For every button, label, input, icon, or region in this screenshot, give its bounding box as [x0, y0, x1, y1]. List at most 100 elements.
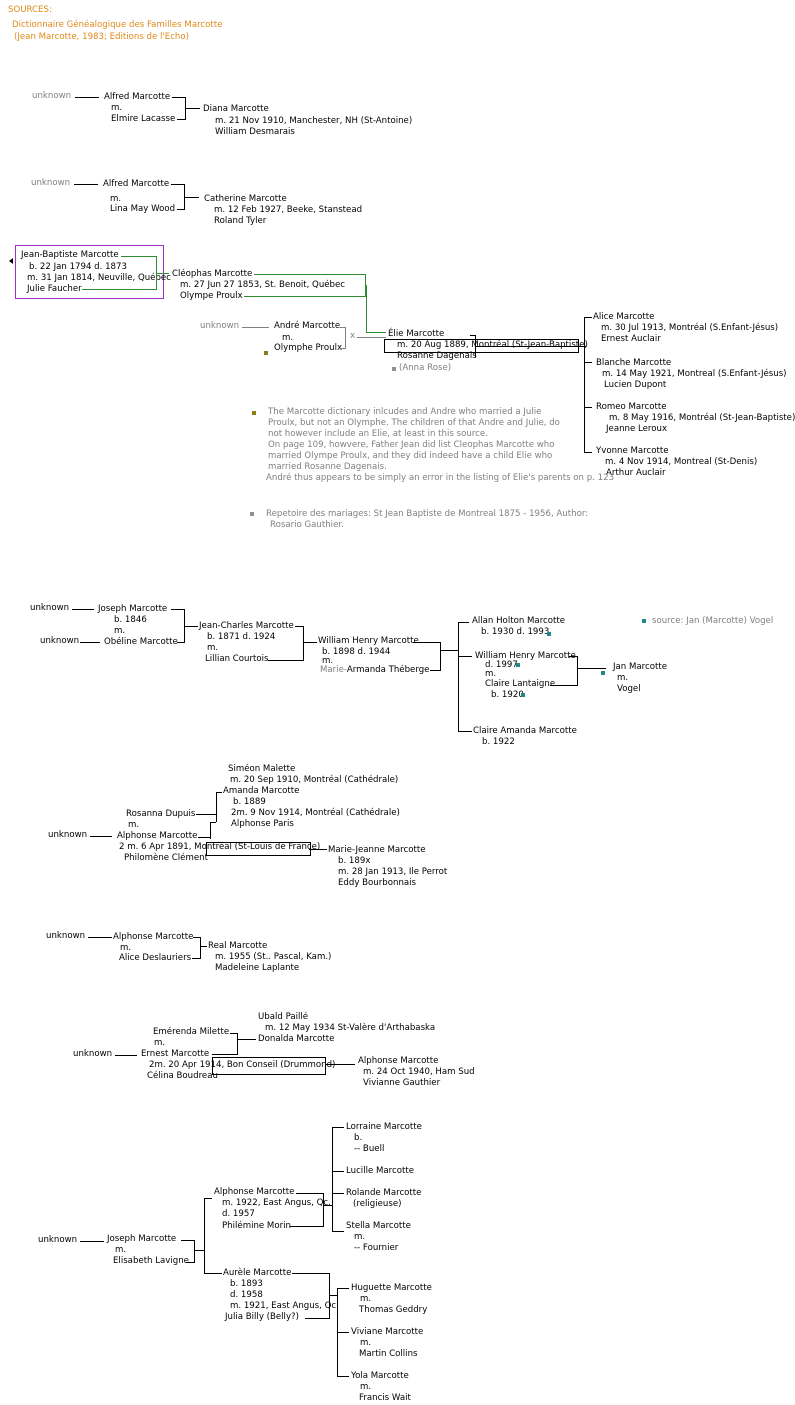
person-vivianne-gauthier[interactable]: Vivianne Gauthier — [363, 1078, 441, 1088]
birth-death: b. 1871 d. 1924 — [207, 632, 276, 642]
person-alphonse-paris[interactable]: Alphonse Paris — [231, 819, 294, 829]
person-stella-marcotte[interactable]: Stella Marcotte — [346, 1221, 411, 1231]
person-andre-marcotte[interactable]: André Marcotte — [274, 321, 341, 331]
person-william-henry-marcotte[interactable]: William Henry Marcotte — [318, 636, 419, 646]
person-huguette-marcotte[interactable]: Huguette Marcotte — [351, 1283, 432, 1293]
person-elmire-lacasse[interactable]: Elmire Lacasse — [111, 114, 176, 124]
person-yola-marcotte[interactable]: Yola Marcotte — [351, 1371, 409, 1381]
marriage-label: m. — [485, 669, 497, 679]
person-lucien-dupont[interactable]: Lucien Dupont — [604, 380, 667, 390]
person-martin-collins[interactable]: Martin Collins — [359, 1349, 418, 1359]
person-catherine-marcotte[interactable]: Catherine Marcotte — [204, 194, 287, 204]
person-obeline-marcotte[interactable]: Obéline Marcotte — [104, 637, 178, 647]
person-alphonse-marcotte-5[interactable]: Alphonse Marcotte — [214, 1187, 295, 1197]
marriage-label: m. — [322, 656, 334, 666]
person-viviane-marcotte[interactable]: Viviane Marcotte — [351, 1327, 424, 1337]
person-claire-amanda-marcotte[interactable]: Claire Amanda Marcotte — [473, 726, 577, 736]
person-marie-armanda-theberge[interactable]: Marie-Armanda Théberge — [320, 665, 430, 675]
person-diana-marcotte[interactable]: Diana Marcotte — [203, 104, 269, 114]
person-lina-may-wood[interactable]: Lina May Wood — [110, 204, 176, 214]
person-rolande-marcotte[interactable]: Rolande Marcotte — [346, 1188, 422, 1198]
person-madeleine-laplante[interactable]: Madeleine Laplante — [215, 963, 300, 973]
marriage-box — [212, 1057, 326, 1075]
person-julia-billy[interactable]: Julia Billy (Belly?) — [225, 1312, 299, 1322]
person-ubald-paille[interactable]: Ubald Paillé — [258, 1012, 309, 1022]
person-jeanne-leroux[interactable]: Jeanne Leroux — [606, 424, 668, 434]
unknown-parent: unknown — [31, 178, 71, 188]
marriage-label: m. — [110, 194, 122, 204]
person-alphonse-marcotte-3[interactable]: Alphonse Marcotte — [113, 932, 194, 942]
person-jean-charles-marcotte[interactable]: Jean-Charles Marcotte — [199, 621, 294, 631]
person-elie-marcotte[interactable]: Élie Marcotte — [388, 329, 445, 339]
marriage-detail: m. 21 Nov 1910, Manchester, NH (St-Antoi… — [215, 116, 413, 126]
marriage-label: m. — [360, 1338, 372, 1348]
person-alice-deslauriers[interactable]: Alice Deslauriers — [119, 953, 192, 963]
person-alphonse-marcotte-4[interactable]: Alphonse Marcotte — [358, 1056, 439, 1066]
person-amanda-marcotte[interactable]: Amanda Marcotte — [223, 786, 300, 796]
person-francis-wait[interactable]: Francis Wait — [359, 1393, 411, 1403]
person-alphonse-marcotte[interactable]: Alphonse Marcotte — [117, 831, 198, 841]
note-line: married Olympe Proulx, and they did inde… — [268, 451, 553, 461]
person-lorraine-marcotte[interactable]: Lorraine Marcotte — [346, 1122, 422, 1132]
source-marker-icon[interactable] — [547, 632, 551, 636]
marriage-detail: m. 20 Sep 1910, Montréal (Cathédrale) — [230, 775, 399, 785]
source-marker-icon[interactable] — [521, 693, 525, 697]
person-william-henry-marcotte-2[interactable]: William Henry Marcotte — [475, 651, 576, 661]
person-jean-baptiste-marcotte[interactable]: Jean-Baptiste Marcotte — [21, 250, 119, 260]
person-william-desmarais[interactable]: William Desmarais — [215, 127, 295, 137]
person-joseph-marcotte-2[interactable]: Joseph Marcotte — [107, 1234, 177, 1244]
person-aurele-marcotte[interactable]: Aurèle Marcotte — [223, 1268, 292, 1278]
nickname: (Anna Rose) — [399, 363, 452, 373]
person-simeon-malette[interactable]: Siméon Malette — [228, 764, 296, 774]
person-olympe-proulx[interactable]: Olympe Proulx — [180, 291, 243, 301]
person-marie-jeanne-marcotte[interactable]: Marie-Jeanne Marcotte — [328, 845, 426, 855]
marriage-detail: 2m. 20 Apr 1914, Bon Conseil (Drummond) — [149, 1060, 336, 1070]
note-marker-icon[interactable] — [264, 351, 268, 355]
person-rosanne-dagenais[interactable]: Rosanne Dagenais — [397, 351, 477, 361]
person-alfred-marcotte-2[interactable]: Alfred Marcotte — [103, 179, 170, 189]
source-marker-icon[interactable] — [516, 663, 520, 667]
marriage-label: m. — [114, 626, 126, 636]
person-philemine-morin[interactable]: Philémine Morin — [222, 1221, 291, 1231]
person-real-marcotte[interactable]: Real Marcotte — [208, 941, 268, 951]
person-emerenda-milette[interactable]: Emérenda Milette — [153, 1027, 230, 1037]
unknown-parent: unknown — [32, 91, 72, 101]
person-lillian-courtois[interactable]: Lillian Courtois — [205, 654, 269, 664]
person-elisabeth-lavigne[interactable]: Elisabeth Lavigne — [113, 1256, 189, 1266]
person-claire-lantaigne[interactable]: Claire Lantaigne — [485, 679, 556, 689]
birth: b. 189x — [338, 856, 371, 866]
person-thomas-geddry[interactable]: Thomas Geddry — [359, 1305, 428, 1315]
person-joseph-marcotte[interactable]: Joseph Marcotte — [98, 604, 168, 614]
person-donalda-marcotte[interactable]: Donalda Marcotte — [258, 1034, 335, 1044]
person-arthur-auclair[interactable]: Arthur Auclair — [606, 468, 666, 478]
marriage-label: m. — [207, 643, 219, 653]
person-celina-boudreau[interactable]: Célina Boudreau — [147, 1071, 218, 1081]
person-jan-marcotte[interactable]: Jan Marcotte — [613, 662, 668, 672]
person-allan-holton-marcotte[interactable]: Allan Holton Marcotte — [472, 616, 566, 626]
person-ernest-marcotte[interactable]: Ernest Marcotte — [141, 1049, 210, 1059]
selected-person-box[interactable] — [15, 245, 164, 299]
source-marker-icon[interactable] — [601, 671, 605, 675]
person-fournier[interactable]: -- Fournier — [354, 1243, 399, 1253]
person-yvonne-marcotte[interactable]: Yvonne Marcotte — [596, 446, 669, 456]
person-vogel[interactable]: Vogel — [617, 684, 641, 694]
person-lucille-marcotte[interactable]: Lucille Marcotte — [346, 1166, 415, 1176]
marriage-detail: m. 1955 (St.. Pascal, Kam.) — [215, 952, 332, 962]
note-line: Repetoire des mariages: St Jean Baptiste… — [266, 509, 589, 519]
person-alice-marcotte[interactable]: Alice Marcotte — [593, 312, 655, 322]
person-ernest-auclair[interactable]: Ernest Auclair — [601, 334, 661, 344]
note-marker-icon[interactable] — [392, 367, 396, 371]
person-rosanna-dupuis[interactable]: Rosanna Dupuis — [126, 809, 196, 819]
person-cleophas-marcotte[interactable]: Cléophas Marcotte — [172, 269, 253, 279]
note-marker-icon — [250, 512, 254, 516]
person-olymphe-proulx[interactable]: Olymphe Proulx — [274, 343, 343, 353]
person-romeo-marcotte[interactable]: Romeo Marcotte — [596, 402, 667, 412]
person-blanche-marcotte[interactable]: Blanche Marcotte — [596, 358, 672, 368]
person-eddy-bourbonnais[interactable]: Eddy Bourbonnais — [338, 878, 417, 888]
person-philomene-clement[interactable]: Philomène Clément — [124, 853, 208, 863]
person-buell[interactable]: -- Buell — [354, 1144, 385, 1154]
back-arrow-icon[interactable] — [9, 258, 13, 264]
person-julie-faucher[interactable]: Julie Faucher — [27, 284, 82, 294]
person-alfred-marcotte[interactable]: Alfred Marcotte — [104, 92, 171, 102]
person-roland-tyler[interactable]: Roland Tyler — [214, 216, 267, 226]
